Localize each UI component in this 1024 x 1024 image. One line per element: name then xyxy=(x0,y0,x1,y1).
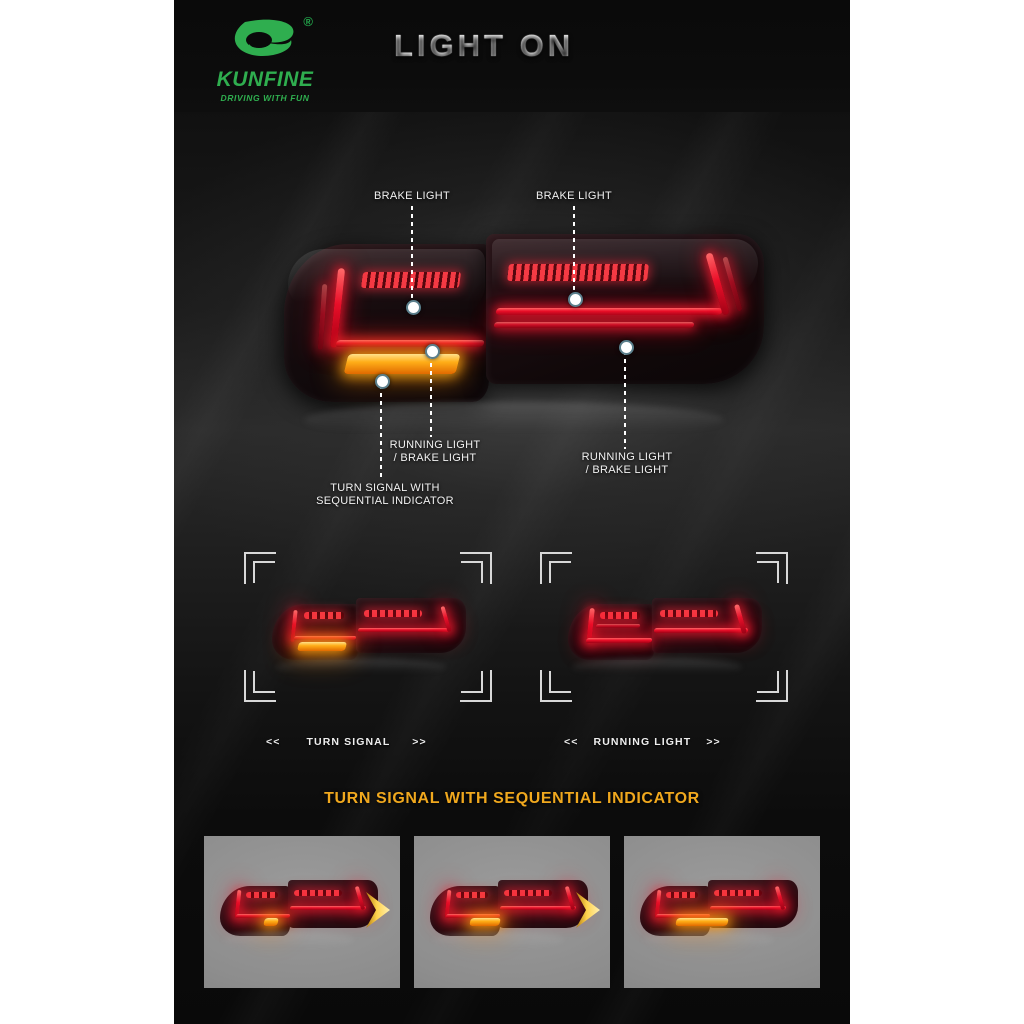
sequential-frame-3 xyxy=(624,836,820,988)
corner-bracket-bottom-right-icon xyxy=(756,670,788,702)
sequential-amber-segment-3 xyxy=(675,918,729,926)
turn-signal-led xyxy=(343,354,461,374)
corner-bracket-bottom-right-icon xyxy=(460,670,492,702)
callout-dot-running-brake-right xyxy=(619,340,634,355)
callout-dot-turn-signal xyxy=(375,374,390,389)
light-pipe-inner-upper xyxy=(495,308,723,315)
page-title: LIGHT ON xyxy=(394,28,794,64)
registered-trademark-icon: ® xyxy=(303,14,313,29)
corner-bracket-top-right-icon xyxy=(460,552,492,584)
mode-caption-turn-signal: << TURN SIGNAL >> xyxy=(266,736,427,748)
surface-reflection xyxy=(304,402,724,438)
brake-led-strip-inner xyxy=(507,264,649,281)
leader-line-brake-light-left xyxy=(411,206,413,304)
corner-bracket-top-left-icon xyxy=(540,552,572,584)
chevron-right-icon xyxy=(364,888,400,937)
hero-product-figure: BRAKE LIGHT BRAKE LIGHT RUNNING LIGHT / … xyxy=(174,112,850,532)
mode-caption-running-light: << RUNNING LIGHT >> xyxy=(564,736,721,748)
callout-label-turn-signal: TURN SIGNAL WITH SEQUENTIAL INDICATOR xyxy=(316,482,454,507)
brand-name: KUNFINE xyxy=(216,68,314,91)
corner-bracket-bottom-left-icon xyxy=(244,670,276,702)
header-bar: ® KUNFINE DRIVING WITH FUN LIGHT ON xyxy=(174,0,850,112)
poster-panel: ® KUNFINE DRIVING WITH FUN LIGHT ON xyxy=(174,0,850,1024)
leader-line-turn-signal xyxy=(380,385,382,478)
brand-tagline: DRIVING WITH FUN xyxy=(220,93,310,103)
taillight-assembly xyxy=(284,234,764,438)
callout-dot-running-brake-left xyxy=(425,344,440,359)
mode-frame-running-light: << RUNNING LIGHT >> xyxy=(540,552,788,748)
mode-prefix-turn-signal: << xyxy=(266,736,281,748)
corner-bracket-top-left-icon xyxy=(244,552,276,584)
taillight-sequential-stage-3 xyxy=(640,880,798,948)
leader-line-running-brake-left xyxy=(430,355,432,437)
callout-dot-brake-light-right xyxy=(568,292,583,307)
taillight-sequential-stage-1 xyxy=(220,880,378,948)
callout-dot-brake-light-left xyxy=(406,300,421,315)
light-pipe-inner-lower xyxy=(493,322,695,328)
mode-prefix-running-light: << xyxy=(564,736,579,748)
callout-label-brake-light-left: BRAKE LIGHT xyxy=(373,190,451,202)
corner-bracket-bottom-left-icon xyxy=(540,670,572,702)
sequential-amber-segment-2 xyxy=(469,918,501,926)
sequential-frame-1 xyxy=(204,836,400,988)
mode-suffix-turn-signal: >> xyxy=(412,736,427,748)
kunfine-swoosh-logo-icon: ® xyxy=(215,14,315,66)
callout-label-brake-light-right: BRAKE LIGHT xyxy=(535,190,613,202)
taillight-sequential-stage-2 xyxy=(430,880,588,948)
sequential-section-title: TURN SIGNAL WITH SEQUENTIAL INDICATOR xyxy=(324,790,700,807)
mode-label-turn-signal: TURN SIGNAL xyxy=(306,736,391,748)
chevron-right-icon xyxy=(574,888,610,937)
callout-label-running-brake-left: RUNNING LIGHT / BRAKE LIGHT xyxy=(389,439,481,464)
taillight-running-light-mode xyxy=(568,598,762,676)
corner-bracket-top-right-icon xyxy=(756,552,788,584)
callout-label-running-brake-right: RUNNING LIGHT / BRAKE LIGHT xyxy=(581,451,673,476)
brand-logo: ® KUNFINE DRIVING WITH FUN xyxy=(200,14,330,106)
sequential-amber-segment-1 xyxy=(263,918,279,926)
leader-line-brake-light-right xyxy=(573,206,575,296)
mode-frame-turn-signal: << TURN SIGNAL >> xyxy=(244,552,492,748)
leader-line-running-brake-right xyxy=(624,351,626,449)
mode-label-running-light: RUNNING LIGHT xyxy=(593,736,692,748)
mode-suffix-running-light: >> xyxy=(706,736,721,748)
taillight-turn-signal-mode xyxy=(272,598,466,676)
sequential-frame-2 xyxy=(414,836,610,988)
turn-signal-led-active xyxy=(296,642,348,651)
light-pipe-outer-horizontal xyxy=(334,340,486,347)
